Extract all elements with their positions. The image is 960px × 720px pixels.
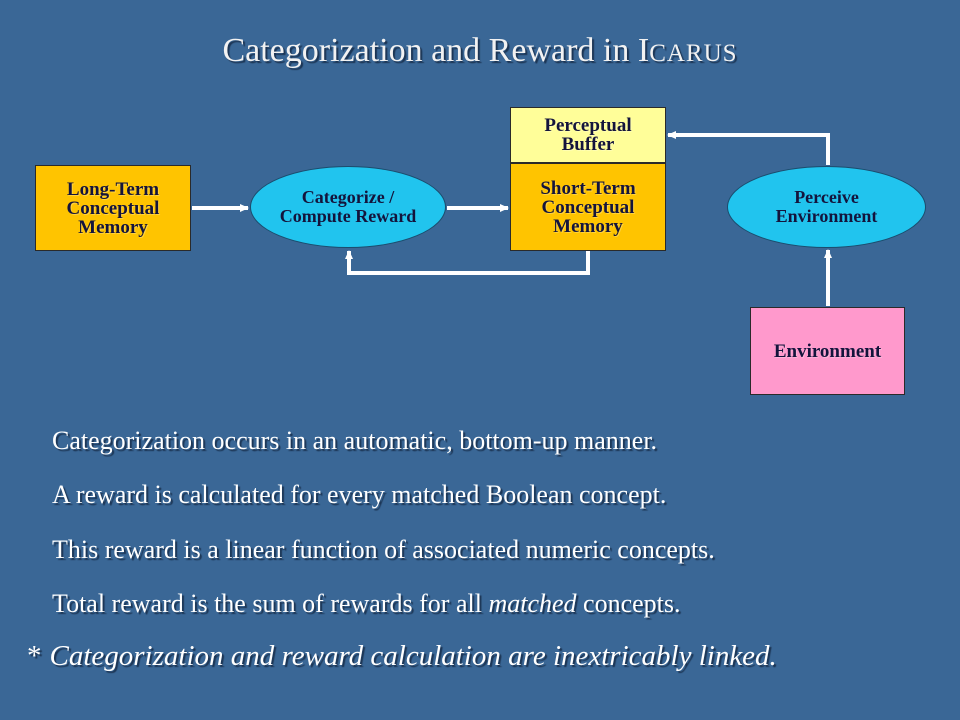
environment-box: Environment <box>750 307 905 395</box>
bullet-reward-linear-function: This reward is a linear function of asso… <box>52 535 715 564</box>
asterisk-icon: * <box>27 640 42 672</box>
bullet-reward-calculated: A reward is calculated for every matched… <box>52 480 667 509</box>
perceptual-buffer-box: Perceptual Buffer <box>510 107 666 163</box>
title-smallcaps: CARUS <box>649 40 738 67</box>
perceive-environment-oval: Perceive Environment <box>727 166 926 248</box>
arrow-stcm-loop-to-categorize <box>345 250 590 275</box>
title-main: Categorization and Reward in I <box>222 32 650 69</box>
arrow-perceive-to-buffer <box>667 131 830 165</box>
long-term-conceptual-memory-box: Long-Term Conceptual Memory <box>35 165 191 251</box>
categorize-compute-reward-oval: Categorize / Compute Reward <box>250 166 446 248</box>
slide-title: Categorization and Reward in ICARUS <box>0 32 960 70</box>
summary-note: *Categorization and reward calculation a… <box>27 640 777 672</box>
bullet-total-reward: Total reward is the sum of rewards for a… <box>52 589 681 618</box>
emphasis-matched: matched <box>488 589 577 618</box>
bullet-categorization-automatic: Categorization occurs in an automatic, b… <box>52 426 658 455</box>
short-term-conceptual-memory-box: Short-Term Conceptual Memory <box>510 163 666 251</box>
